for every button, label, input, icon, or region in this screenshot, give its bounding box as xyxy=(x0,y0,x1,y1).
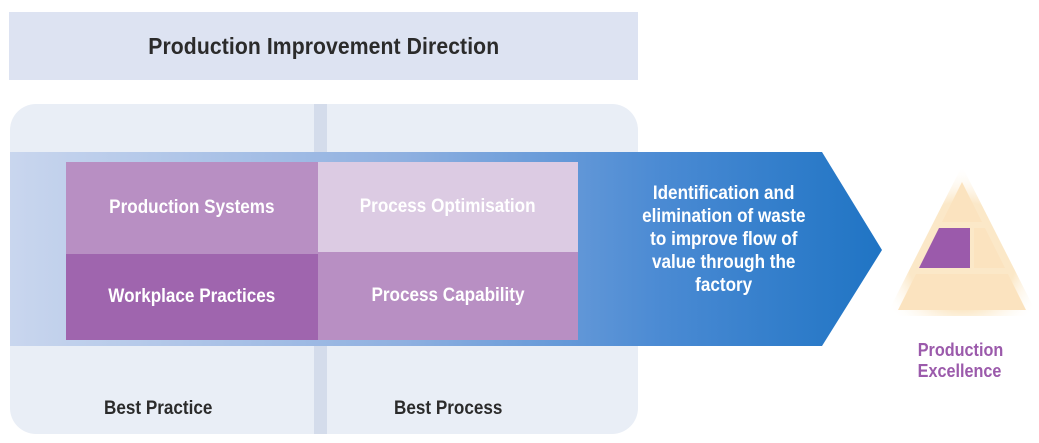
arrow-line-5: factory xyxy=(695,275,753,296)
box-process-capability: Process Capability xyxy=(318,252,578,340)
box-workplace-practices: Workplace Practices xyxy=(66,254,318,340)
best-practice-text: Best Practice xyxy=(104,398,213,419)
pyramid-top-tier xyxy=(942,182,982,222)
pyramid-middle-right xyxy=(974,228,1005,268)
diagram-title: Production Improvement Direction xyxy=(148,32,499,59)
box-process-capability-label: Process Capability xyxy=(371,285,525,306)
arrow-line-3: to improve flow of xyxy=(650,229,798,250)
best-process-text: Best Process xyxy=(394,398,503,419)
pyramid-icon xyxy=(886,166,1038,316)
arrow-line-1: Identification and xyxy=(653,183,795,204)
box-process-optimisation: Process Optimisation xyxy=(318,162,578,252)
arrow-line-4: value through the xyxy=(652,252,796,273)
column-label-best-practice: Best Practice xyxy=(104,398,224,420)
box-workplace-practices-label: Workplace Practices xyxy=(108,286,276,307)
column-label-best-process: Best Process xyxy=(394,398,514,420)
arrow-line-2: elimination of waste xyxy=(642,206,806,227)
title-bar: Production Improvement Direction xyxy=(9,12,638,80)
production-excellence-label: Production Excellence xyxy=(898,340,1022,382)
excellence-line-2: Excellence xyxy=(918,361,1002,381)
pyramid-bottom-tier xyxy=(898,274,1026,310)
box-process-optimisation-label: Process Optimisation xyxy=(360,196,536,217)
box-production-systems-label: Production Systems xyxy=(109,197,275,218)
box-production-systems: Production Systems xyxy=(66,162,318,254)
excellence-line-1: Production xyxy=(917,340,1003,360)
arrow-description: Identification and elimination of waste … xyxy=(594,182,854,297)
pyramid-middle-left xyxy=(919,228,970,268)
